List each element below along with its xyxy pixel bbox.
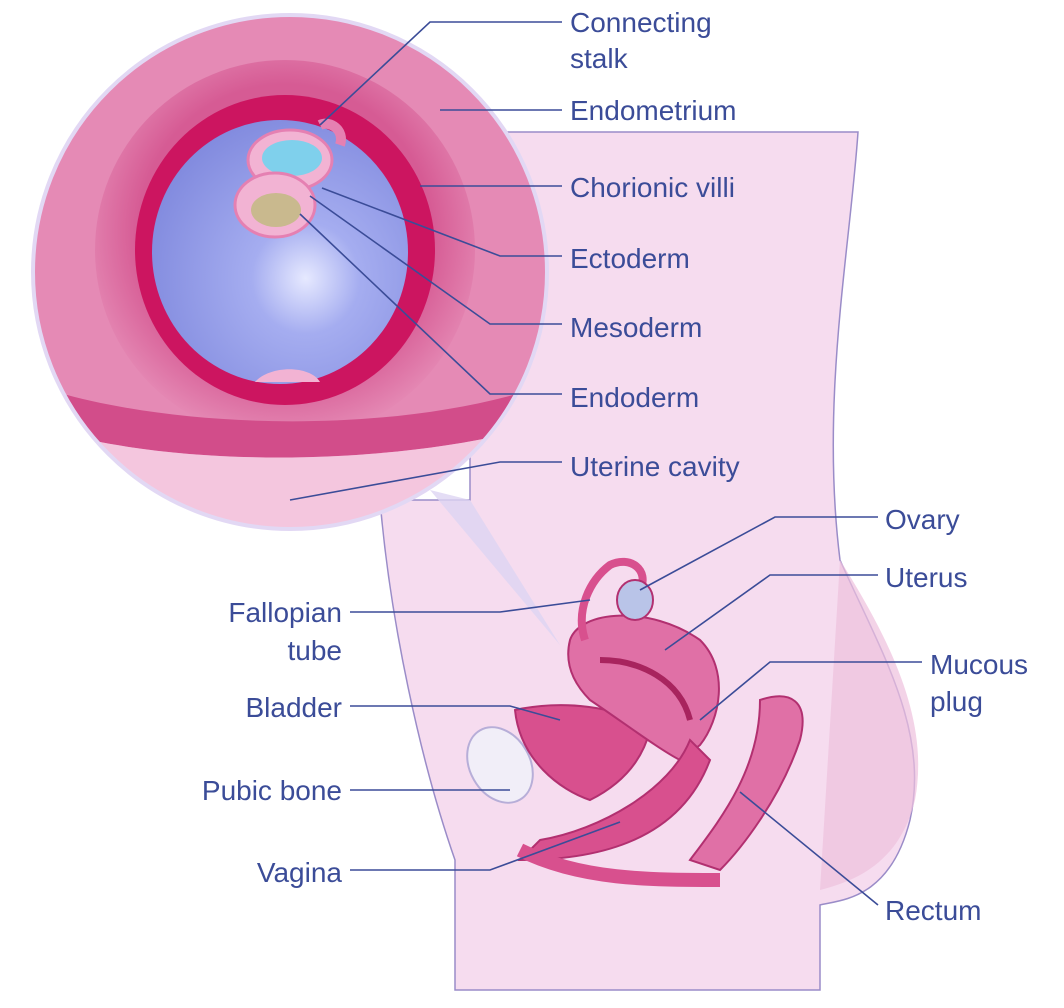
- label-uterine-cavity: Uterine cavity: [570, 451, 740, 482]
- rectum: [688, 695, 804, 872]
- label-fallopian-tube-2: tube: [288, 635, 343, 666]
- label-fallopian-tube: Fallopian: [228, 597, 342, 628]
- label-pubic-bone: Pubic bone: [202, 775, 342, 806]
- label-chorionic-villi: Chorionic villi: [570, 172, 735, 203]
- endoderm: [251, 193, 301, 227]
- ovary: [616, 579, 654, 621]
- label-connecting-stalk-2: stalk: [570, 43, 629, 74]
- label-rectum: Rectum: [885, 895, 981, 926]
- embryo-inset: [33, 15, 547, 529]
- label-endoderm: Endoderm: [570, 382, 699, 413]
- label-endometrium: Endometrium: [570, 95, 737, 126]
- labels: Connecting stalk Endometrium Chorionic v…: [202, 7, 1028, 926]
- vagina: [517, 738, 712, 862]
- label-connecting-stalk: Connecting: [570, 7, 712, 38]
- zoom-pointer: [430, 490, 560, 645]
- chorionic-sac: [152, 120, 408, 384]
- ectoderm: [262, 140, 322, 176]
- label-bladder: Bladder: [245, 692, 342, 723]
- connecting-stalk: [317, 118, 346, 147]
- leader-lines: [289, 21, 922, 906]
- pubic-bone: [466, 726, 534, 804]
- label-mesoderm: Mesoderm: [570, 312, 702, 343]
- label-mucous-plug: Mucous: [930, 649, 1028, 680]
- bladder: [513, 704, 652, 802]
- label-ovary: Ovary: [885, 504, 960, 535]
- label-vagina: Vagina: [257, 857, 343, 888]
- label-uterus: Uterus: [885, 562, 967, 593]
- label-mucous-plug-2: plug: [930, 686, 983, 717]
- fallopian-tube: [577, 557, 647, 642]
- label-ectoderm: Ectoderm: [570, 243, 690, 274]
- pelvic-organs: [466, 557, 804, 887]
